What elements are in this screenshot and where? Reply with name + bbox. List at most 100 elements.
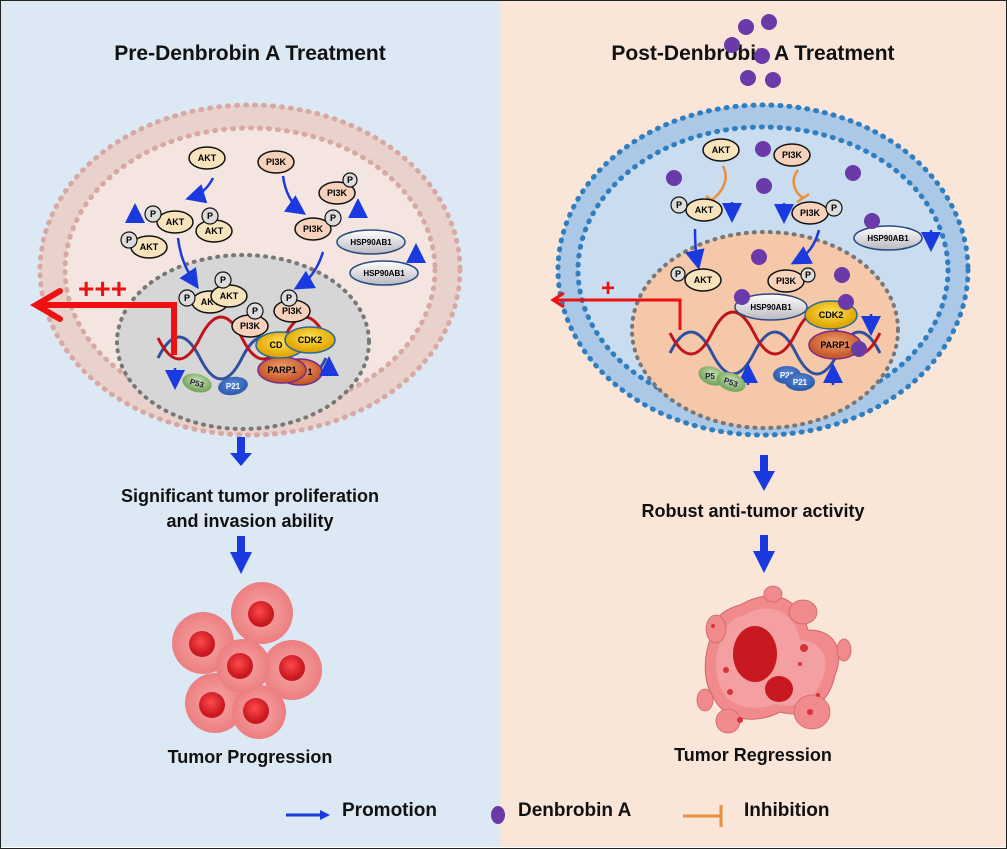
drug-dot: [761, 14, 777, 30]
svg-text:P: P: [207, 211, 213, 221]
svg-text:AKT: AKT: [712, 145, 731, 155]
svg-text:PARP1: PARP1: [820, 340, 849, 350]
inhibition-icon: [683, 805, 723, 827]
hsp90ab1-protein: HSP90AB1: [734, 293, 808, 321]
p-pi3k-nuclear: PI3K P: [231, 302, 269, 338]
svg-text:P: P: [330, 213, 336, 223]
tumor-regression-image: [696, 585, 852, 734]
tumor-cell: [232, 685, 286, 739]
right-signal-marker: +: [601, 275, 615, 302]
p-akt-protein: AKT P: [120, 231, 168, 259]
inhibition-line: [792, 169, 804, 200]
svg-text:P21: P21: [226, 382, 241, 391]
drug-dot: [754, 48, 770, 64]
svg-text:PI3K: PI3K: [776, 276, 797, 286]
promotion-arrow: [185, 177, 215, 204]
hsp90ab1-protein: HSP90AB1: [853, 225, 923, 251]
tumor-regression-label: Tumor Regression: [674, 745, 832, 765]
svg-text:P53: P53: [189, 377, 206, 390]
svg-text:P21: P21: [793, 378, 808, 387]
akt-protein: AKT: [702, 138, 740, 162]
svg-text:P: P: [126, 235, 132, 245]
drug-dot: [734, 289, 750, 305]
pre-outcome-line-2: and invasion ability: [166, 511, 334, 531]
svg-text:P: P: [676, 200, 682, 210]
inhibition-line: [711, 165, 727, 201]
denbrobin-a-dot-icon: [491, 806, 505, 824]
svg-text:AKT: AKT: [695, 205, 714, 215]
pre-outcome-line-1: Significant tumor proliferation: [120, 486, 379, 506]
promotion-arrow: [790, 229, 821, 265]
inhibition-bar: [796, 192, 810, 204]
promotion-arrow-icon: [286, 810, 330, 820]
svg-text:P: P: [675, 269, 681, 279]
svg-text:PI3K: PI3K: [240, 321, 261, 331]
p21-protein: P21: [218, 376, 248, 396]
svg-text:PI3K: PI3K: [303, 224, 324, 234]
p-pi3k-nuclear: PI3K P: [767, 267, 816, 293]
p53-protein: P53: [182, 373, 212, 393]
pi3k-protein: PI3K: [257, 150, 295, 174]
drug-dot: [838, 294, 854, 310]
svg-text:CDK2: CDK2: [819, 310, 844, 320]
legend-inhibition-label: Inhibition: [744, 800, 830, 821]
tumor-cell: [216, 639, 270, 693]
svg-text:PI3K: PI3K: [800, 208, 821, 218]
right-flow-arrow-2: [753, 535, 775, 573]
svg-text:AKT: AKT: [220, 291, 239, 301]
svg-text:AKT: AKT: [140, 242, 159, 252]
drug-dot: [756, 178, 772, 194]
left-signal-marker: +++: [78, 273, 127, 304]
drug-dot: [738, 19, 754, 35]
p-akt-nuclear: AKT P: [670, 266, 722, 292]
drug-dot: [765, 72, 781, 88]
left-flow-arrow-2: [230, 536, 252, 574]
promotion-arrow: [281, 175, 307, 215]
tumor-cell: [262, 640, 322, 700]
tumor-cell: [231, 582, 293, 644]
post-outcome-text: Robust anti-tumor activity: [641, 501, 865, 521]
svg-text:P: P: [252, 306, 258, 316]
akt-protein: AKT: [188, 146, 226, 170]
svg-text:P: P: [184, 293, 190, 303]
p-pi3k-protein: PI3K P: [294, 209, 342, 241]
svg-text:1: 1: [307, 367, 312, 377]
drug-dot: [740, 70, 756, 86]
promotion-arrow: [176, 237, 199, 290]
p-pi3k-protein: PI3K P: [791, 199, 843, 225]
svg-text:AKT: AKT: [694, 275, 713, 285]
svg-text:P: P: [805, 270, 811, 280]
drug-dot: [666, 170, 682, 186]
svg-text:PI3K: PI3K: [282, 306, 303, 316]
tumor-nucleus: [765, 676, 793, 702]
drug-dot: [755, 141, 771, 157]
left-proteins: AKT PI3K AKT P AKT P AKT P PI3K P PI3K P HSP9…: [120, 146, 426, 396]
legend-promotion-label: Promotion: [342, 800, 437, 821]
svg-text:P: P: [150, 209, 156, 219]
svg-text:AKT: AKT: [166, 217, 185, 227]
drug-dot: [834, 267, 850, 283]
denbrobin-a-molecules: [666, 14, 880, 357]
pi3k-protein: PI3K: [773, 143, 811, 167]
hsp90ab1-protein: HSP90AB1: [336, 229, 406, 255]
drug-dot: [864, 213, 880, 229]
svg-text:PI3K: PI3K: [266, 157, 287, 167]
svg-text:P: P: [831, 203, 837, 213]
p-pi3k-nuclear: PI3K P: [273, 289, 311, 323]
post-treatment-title: Post-Denbrobin A Treatment: [611, 42, 895, 65]
left-flow-arrow-1: [230, 437, 252, 466]
svg-text:PARP1: PARP1: [267, 365, 296, 375]
left-signal-arrow: +++: [30, 273, 177, 355]
svg-text:CDK2: CDK2: [298, 335, 323, 345]
svg-text:P: P: [286, 293, 292, 303]
tumor-progression-image: [172, 582, 322, 739]
hsp90ab1-protein: HSP90AB1: [349, 260, 419, 286]
legend-denbrobin-label: Denbrobin A: [518, 800, 632, 821]
svg-text:PI3K: PI3K: [327, 188, 348, 198]
right-flow-arrow-1: [753, 455, 775, 491]
